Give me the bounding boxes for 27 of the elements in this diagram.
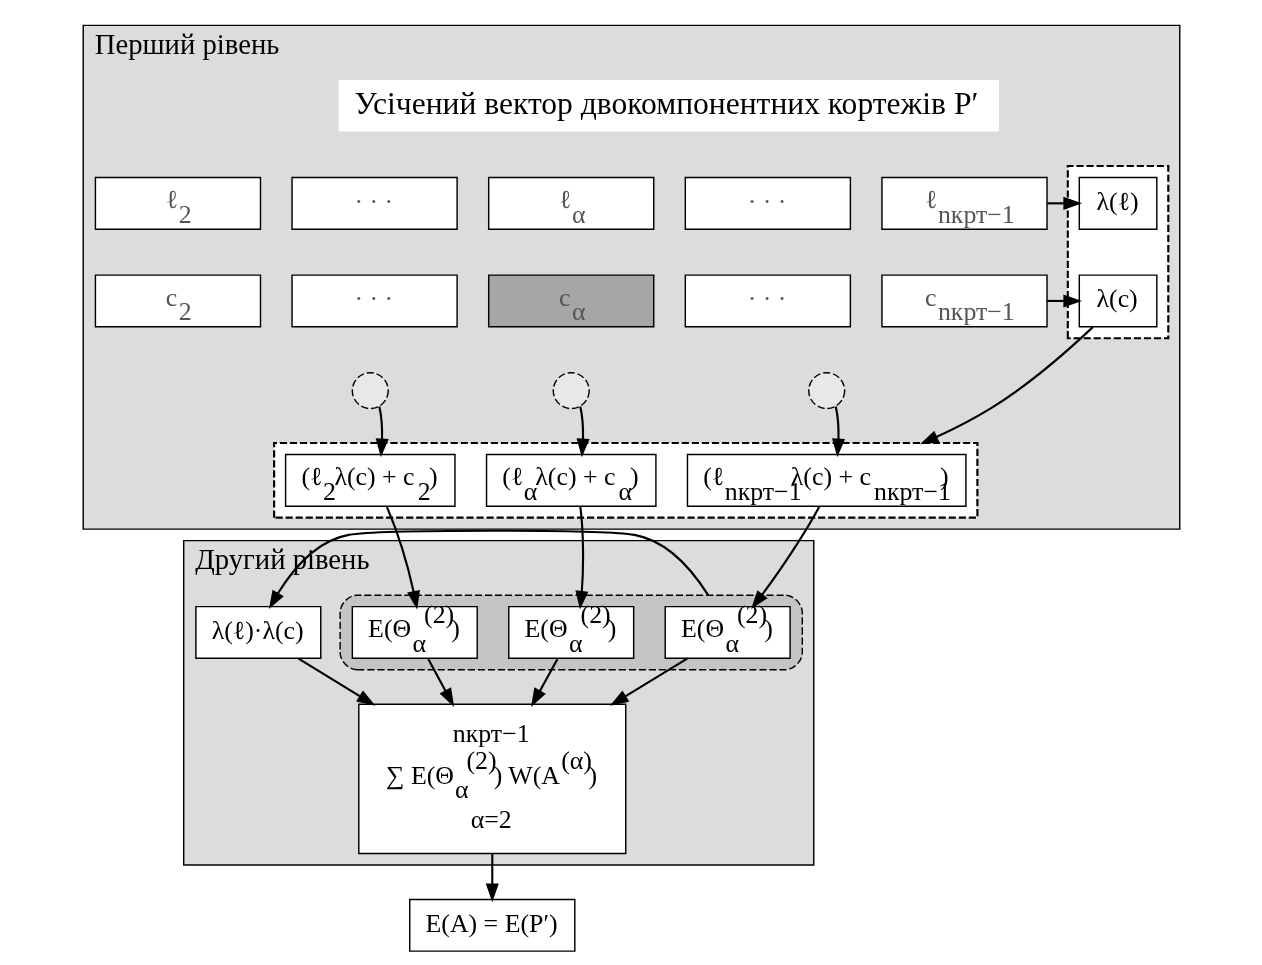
arrow	[831, 406, 845, 458]
arrow	[385, 506, 420, 610]
node-circle	[552, 371, 590, 410]
node-box: · · ·	[290, 176, 458, 230]
arrow	[919, 326, 1094, 445]
arrow	[375, 406, 389, 458]
node-box: E(A) = E(P′)	[408, 898, 576, 952]
arrow	[297, 657, 375, 706]
node-circle	[807, 371, 845, 410]
node-box: · · ·	[684, 176, 851, 230]
arrow	[530, 658, 558, 707]
cluster	[338, 594, 803, 671]
cluster	[1066, 164, 1169, 340]
node-box: λ(ℓ)·λ(c)	[194, 605, 321, 660]
arrow	[574, 506, 588, 610]
arrow	[268, 529, 709, 610]
node-box: · · ·	[684, 274, 851, 328]
arrow	[426, 658, 454, 707]
arrow	[750, 505, 820, 609]
node-box: λ(ℓ)	[1078, 176, 1158, 230]
arrow	[576, 406, 590, 458]
node-box: Усічений вектор двокомпонентних кортежів P′	[338, 79, 999, 132]
node-box: λ(c)	[1078, 274, 1158, 328]
node-circle	[351, 371, 389, 410]
cluster	[272, 441, 978, 519]
node-box: · · ·	[290, 274, 458, 328]
arrow	[485, 853, 499, 903]
